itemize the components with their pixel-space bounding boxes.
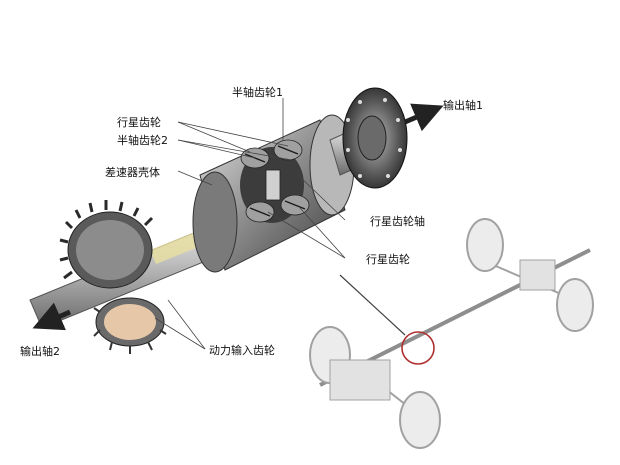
output-shaft-1-arrow: [404, 103, 444, 132]
label-power-input-gear: 动力输入齿轮: [209, 344, 275, 357]
output-shaft-1-graphic: [329, 87, 408, 189]
differential-location-highlight: [401, 331, 435, 365]
label-output-shaft-2: 输出轴2: [20, 345, 60, 358]
output-shaft-2-arrow: [32, 302, 72, 331]
label-half-shaft-gear-2: 半轴齿轮2: [117, 134, 168, 147]
label-diff-housing: 差速器壳体: [105, 166, 160, 179]
vehicle-chassis-sketch: [309, 218, 594, 449]
label-planet-gear-top: 行星齿轮: [117, 116, 161, 129]
leader-lines: [154, 98, 406, 350]
label-planet-gear-shaft: 行星齿轮轴: [370, 215, 425, 228]
label-planet-gear-right: 行星齿轮: [366, 253, 410, 266]
differential-housing-graphic: [192, 114, 355, 273]
label-output-shaft-1: 输出轴1: [443, 99, 483, 112]
label-half-shaft-gear-1: 半轴齿轮1: [232, 86, 283, 99]
